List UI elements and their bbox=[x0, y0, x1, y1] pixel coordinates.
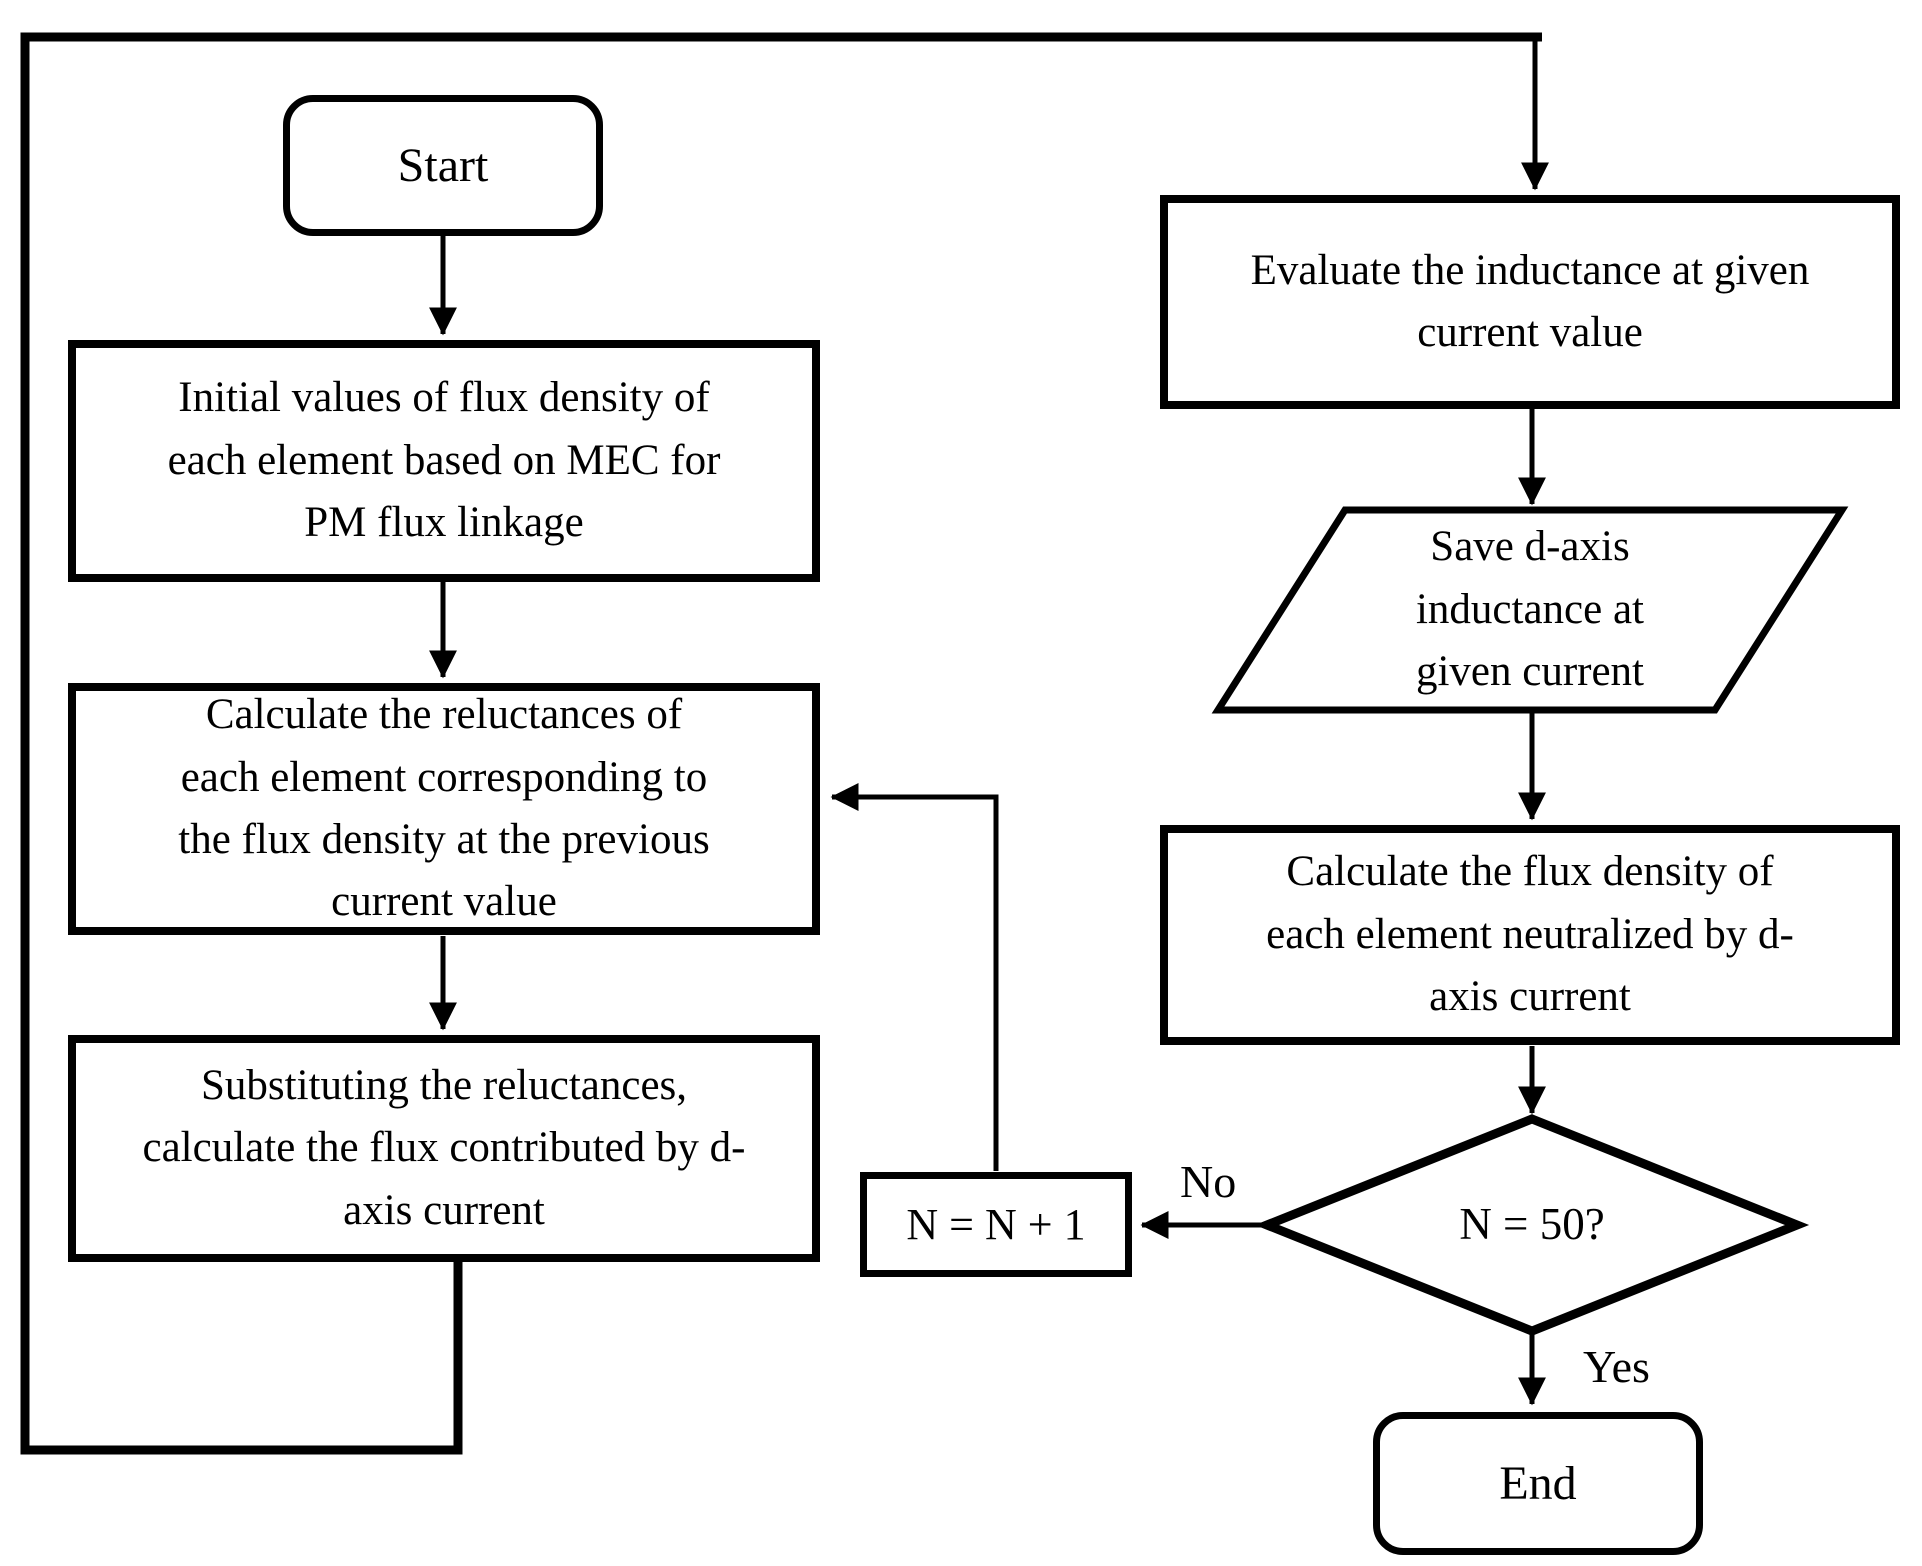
calc-flux-density-text: Calculate the flux density of each eleme… bbox=[1266, 848, 1794, 1021]
init-values-text: Initial values of flux density of each e… bbox=[167, 374, 721, 547]
calc-reluctances-node: Calculate the reluctances of each elemen… bbox=[68, 683, 820, 935]
save-parallelogram-shape bbox=[1211, 506, 1849, 714]
end-node: End bbox=[1373, 1412, 1703, 1555]
yes-edge-label: Yes bbox=[1583, 1341, 1650, 1392]
start-node: Start bbox=[283, 95, 603, 236]
calc-reluctances-text: Calculate the reluctances of each elemen… bbox=[178, 691, 710, 926]
save-inductance-node: Save d-axis inductance at given current bbox=[1280, 518, 1780, 702]
calc-flux-density-node: Calculate the flux density of each eleme… bbox=[1160, 825, 1900, 1045]
substitute-reluctances-text: Substituting the reluctances, calculate … bbox=[142, 1061, 746, 1234]
edge-increment-reluctances bbox=[830, 783, 999, 1171]
evaluate-inductance-text: Evaluate the inductance at given current… bbox=[1250, 246, 1810, 356]
save-inductance-text: Save d-axis inductance at given current bbox=[1415, 523, 1645, 696]
increment-label: N = N + 1 bbox=[906, 1200, 1086, 1249]
no-edge-label: No bbox=[1180, 1156, 1237, 1207]
increment-node: N = N + 1 bbox=[860, 1172, 1132, 1277]
evaluate-inductance-node: Evaluate the inductance at given current… bbox=[1160, 195, 1900, 409]
decision-diamond-shape bbox=[1254, 1114, 1810, 1336]
decision-node: N = 50? bbox=[1382, 1190, 1682, 1260]
start-label: Start bbox=[397, 139, 489, 192]
edge-loop-substitute-to-evaluate bbox=[20, 32, 1542, 1455]
end-label: End bbox=[1499, 1457, 1577, 1510]
substitute-reluctances-node: Substituting the reluctances, calculate … bbox=[68, 1035, 820, 1262]
decision-label: N = 50? bbox=[1459, 1199, 1605, 1250]
init-values-node: Initial values of flux density of each e… bbox=[68, 340, 820, 582]
